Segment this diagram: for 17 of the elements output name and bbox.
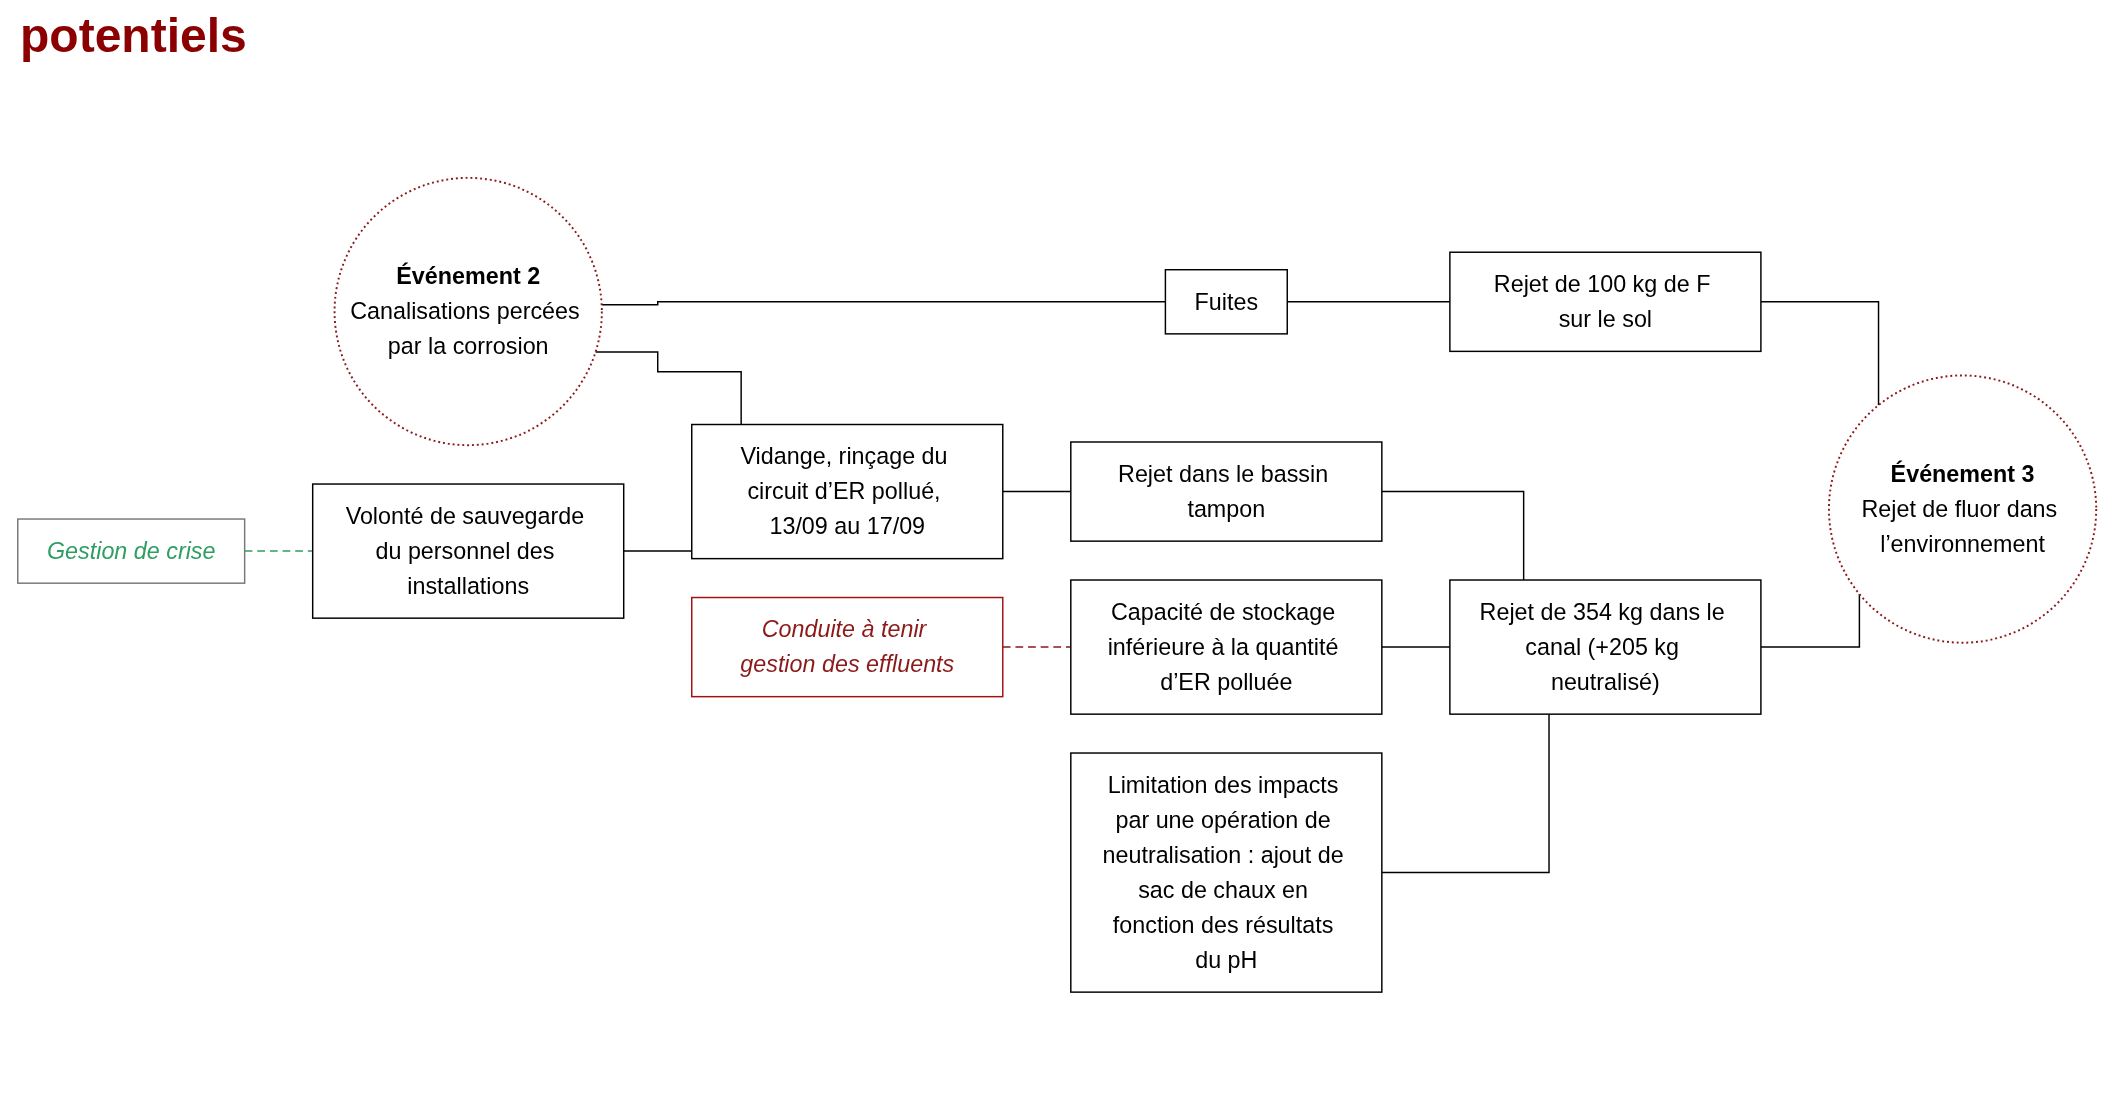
node-circle: Événement 2 Canalisations percées par la corrosion (333, 176, 603, 447)
node-box: Rejet de 354 kg dans le canal (+205 kg neutralisé) (1449, 579, 1762, 715)
node-box: Capacité de stockage inférieure à la quantité d’ER polluée (1070, 579, 1383, 715)
node-box: Rejet dans le bassin tampon (1070, 441, 1383, 542)
connector (1760, 593, 1861, 648)
node-box: Rejet de 100 kg de F sur le sol (1449, 251, 1762, 353)
node-box: Volonté de sauvegarde du personnel des installations (311, 483, 625, 619)
node-box: Fuites (1164, 269, 1288, 335)
node-box: Vidange, rinçage du circuit d’ER pollué, 13/09 au 17/09 (691, 423, 1004, 560)
node-box: Conduite à tenir gestion des effluents (691, 596, 1004, 698)
node-circle: Événement 3 Rejet de fluor dans l’environnement (1827, 374, 2098, 644)
connector (1760, 301, 1880, 406)
connector (1381, 490, 1525, 581)
connector (1381, 713, 1550, 874)
title: potentiels (20, 8, 247, 63)
node-box: Limitation des impacts par une opération de neutralisation : ajout de sac de chaux en fonction des résultats du pH (1070, 752, 1383, 993)
node-box: Gestion de crise (17, 518, 246, 584)
